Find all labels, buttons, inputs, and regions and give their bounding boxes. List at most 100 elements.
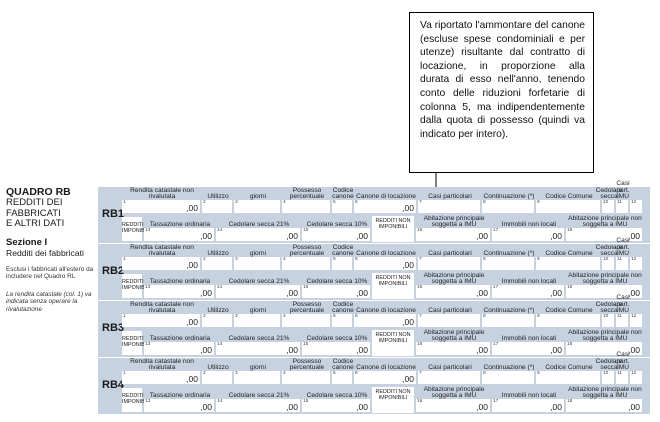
field-input[interactable]: 17,00 [492, 285, 564, 298]
field-input[interactable]: 3 [234, 314, 280, 327]
field-input[interactable]: 12 [630, 257, 642, 270]
field-col-14: Cedolare secca 21%14,00 [216, 273, 302, 299]
field-input[interactable]: 2 [202, 371, 232, 384]
field-input[interactable]: 15,00 [302, 342, 370, 355]
field-input[interactable]: 10 [602, 314, 614, 327]
field-input[interactable]: 8 [482, 371, 534, 384]
field-input[interactable]: 7 [418, 314, 480, 327]
field-input[interactable]: 17,00 [492, 228, 564, 241]
field-input[interactable]: 8 [482, 200, 534, 213]
field-number: 5 [333, 371, 336, 376]
field-input[interactable]: 5 [332, 314, 352, 327]
field-input[interactable]: 11 [616, 371, 628, 384]
field-input[interactable]: 3 [234, 257, 280, 270]
field-input[interactable]: 9 [536, 200, 600, 213]
field-input[interactable]: 6,00 [354, 314, 416, 327]
field-input[interactable]: 2 [202, 257, 232, 270]
field-input[interactable]: 9 [536, 371, 600, 384]
field-input[interactable]: 12 [630, 371, 642, 384]
field-number: 4 [283, 371, 286, 376]
field-input[interactable]: 18,00 [566, 285, 642, 298]
field-value: ,00 [200, 402, 212, 412]
field-number: 11 [617, 371, 622, 376]
field-input[interactable]: 7 [418, 257, 480, 270]
field-input[interactable]: 9 [536, 314, 600, 327]
field-input[interactable]: 10 [602, 200, 614, 213]
field-input[interactable]: 16,00 [416, 342, 490, 355]
field-input[interactable]: 2 [202, 314, 232, 327]
field-input[interactable]: 1,00 [122, 257, 200, 270]
field-input[interactable]: 6,00 [354, 257, 416, 270]
field-input[interactable]: 12 [630, 200, 642, 213]
field-col-12: 12 [630, 302, 644, 328]
field-input[interactable]: 4 [282, 257, 330, 270]
field-input[interactable]: 14,00 [216, 228, 300, 241]
field-input[interactable]: 14,00 [216, 399, 300, 412]
field-number: 1 [123, 200, 126, 205]
field-input[interactable]: 3 [234, 200, 280, 213]
field-header: Codice canone [332, 357, 354, 371]
redditi-imponibili-label: REDDITI IMPONIBILI [122, 331, 151, 355]
field-input[interactable]: 15,00 [302, 228, 370, 241]
field-number: 13 [145, 399, 151, 404]
field-input[interactable]: 10 [602, 371, 614, 384]
field-input[interactable]: 9 [536, 257, 600, 270]
field-input[interactable]: 17,00 [492, 342, 564, 355]
field-number: 8 [483, 257, 486, 262]
field-input[interactable]: 8 [482, 257, 534, 270]
field-input[interactable]: 1,00 [122, 314, 200, 327]
field-input[interactable]: 11 [616, 314, 628, 327]
field-input[interactable]: 5 [332, 371, 352, 384]
field-col-15: Cedolare secca 10%15,00 [302, 216, 372, 242]
field-input[interactable]: 18,00 [566, 342, 642, 355]
field-input[interactable]: 18,00 [566, 228, 642, 241]
field-number: 7 [419, 257, 422, 262]
field-input[interactable]: 8 [482, 314, 534, 327]
field-number: 1 [123, 371, 126, 376]
field-number: 4 [283, 314, 286, 319]
field-input[interactable]: 2 [202, 200, 232, 213]
field-input[interactable]: 15,00 [302, 399, 370, 412]
field-input[interactable]: 4 [282, 200, 330, 213]
field-input[interactable]: 17,00 [492, 399, 564, 412]
field-input[interactable]: 7 [418, 371, 480, 384]
field-input[interactable]: 5 [332, 200, 352, 213]
field-input[interactable]: 13,00 [144, 228, 214, 241]
field-input[interactable]: 18,00 [566, 399, 642, 412]
field-input[interactable]: 13,00 [144, 285, 214, 298]
field-input[interactable]: 10 [602, 257, 614, 270]
field-input[interactable]: 11 [616, 257, 628, 270]
field-input[interactable]: 16,00 [416, 285, 490, 298]
field-input[interactable]: 5 [332, 257, 352, 270]
field-input[interactable]: 13,00 [144, 342, 214, 355]
field-input[interactable]: 3 [234, 371, 280, 384]
field-number: 16 [417, 399, 423, 404]
field-input[interactable]: 4 [282, 371, 330, 384]
field-input[interactable]: 1,00 [122, 200, 200, 213]
field-input[interactable]: 16,00 [416, 399, 490, 412]
section-subtitle: Redditi dei fabbricati [6, 248, 84, 258]
field-input[interactable]: 4 [282, 314, 330, 327]
field-input[interactable]: 7 [418, 200, 480, 213]
field-input[interactable]: 14,00 [216, 342, 300, 355]
field-header: Codice Comune [545, 249, 593, 257]
field-input[interactable]: 11 [616, 200, 628, 213]
field-col-12: 12 [630, 245, 644, 271]
field-input[interactable]: 15,00 [302, 285, 370, 298]
field-input[interactable]: 14,00 [216, 285, 300, 298]
field-input[interactable]: 12 [630, 314, 642, 327]
field-header: giorni [249, 192, 267, 200]
field-input[interactable]: 6,00 [354, 200, 416, 213]
field-input[interactable]: 16,00 [416, 228, 490, 241]
field-input[interactable]: 1,00 [122, 371, 200, 384]
field-input[interactable]: 6,00 [354, 371, 416, 384]
field-input[interactable]: 13,00 [144, 399, 214, 412]
field-header: giorni [249, 306, 267, 314]
field-number: 8 [483, 200, 486, 205]
